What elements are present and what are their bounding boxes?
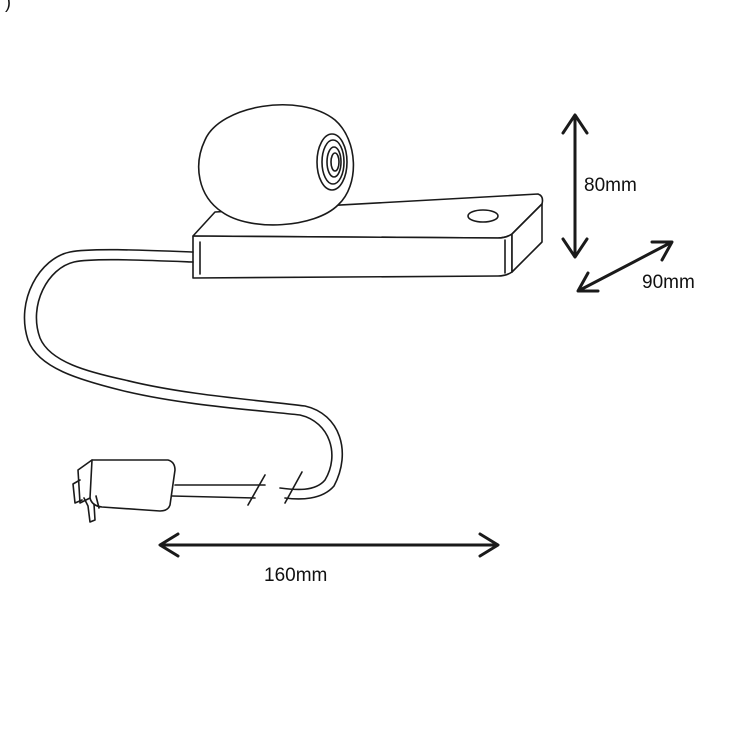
width-dimension-label: 160mm <box>264 565 328 586</box>
lamp-base <box>192 193 544 279</box>
power-adapter <box>72 459 176 523</box>
height-arrow <box>561 113 589 259</box>
width-arrow <box>158 532 500 558</box>
power-cable <box>23 248 343 506</box>
lens-ring <box>316 133 348 191</box>
depth-dimension-label: 90mm <box>642 272 695 293</box>
height-dimension-label: 80mm <box>584 175 637 196</box>
lamp-head <box>198 104 355 226</box>
touch-button <box>467 209 499 223</box>
figure-caption: ( ) <box>0 0 11 12</box>
depth-arrow <box>576 240 674 293</box>
